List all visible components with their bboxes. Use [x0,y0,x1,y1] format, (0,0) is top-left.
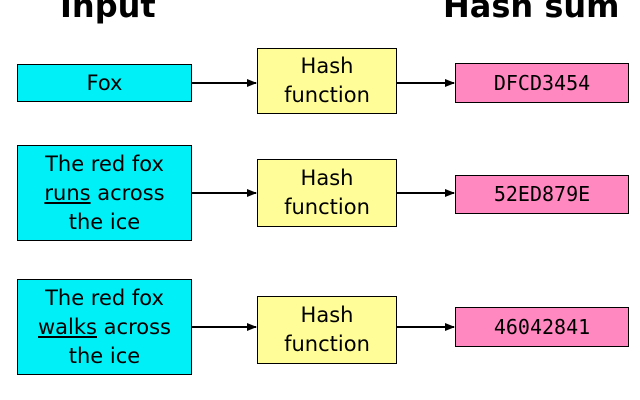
input-box-walks: The red fox walks across the ice [17,279,192,375]
input-header: Input [60,0,156,25]
function-label: function [284,332,370,356]
function-label: function [284,83,370,107]
input-text: Fox [86,70,123,95]
input-line-1: The red fox [45,151,164,176]
input-line-2-rest: across [96,314,171,339]
input-line-1: The red fox [45,285,164,310]
input-box-runs: The red fox runs across the ice [17,145,192,241]
hash-sum-header: Hash sum [443,0,620,25]
function-label: function [284,195,370,219]
input-line-2: runs across [44,179,164,208]
hash-sum-value: 46042841 [493,314,591,339]
changed-word: runs [44,180,91,205]
changed-word: walks [38,314,97,339]
hash-sum-box: 52ED879E [455,175,629,214]
hash-label: Hash [300,54,354,78]
hash-function-box: Hash function [257,159,397,227]
input-box-fox: Fox [17,64,192,102]
hash-sum-box: DFCD3454 [455,63,629,103]
input-line-3: the ice [68,343,141,368]
input-line-2: walks across [38,313,171,342]
hash-function-box: Hash function [257,296,397,364]
hash-label: Hash [300,303,354,327]
hash-sum-value: 52ED879E [493,182,591,206]
hash-label: Hash [300,166,354,190]
hash-sum-box: 46042841 [455,307,629,347]
input-line-2-rest: across [90,180,165,205]
input-line-3: the ice [68,209,141,234]
hash-function-box: Hash function [257,48,397,114]
hash-sum-value: DFCD3454 [493,70,591,95]
